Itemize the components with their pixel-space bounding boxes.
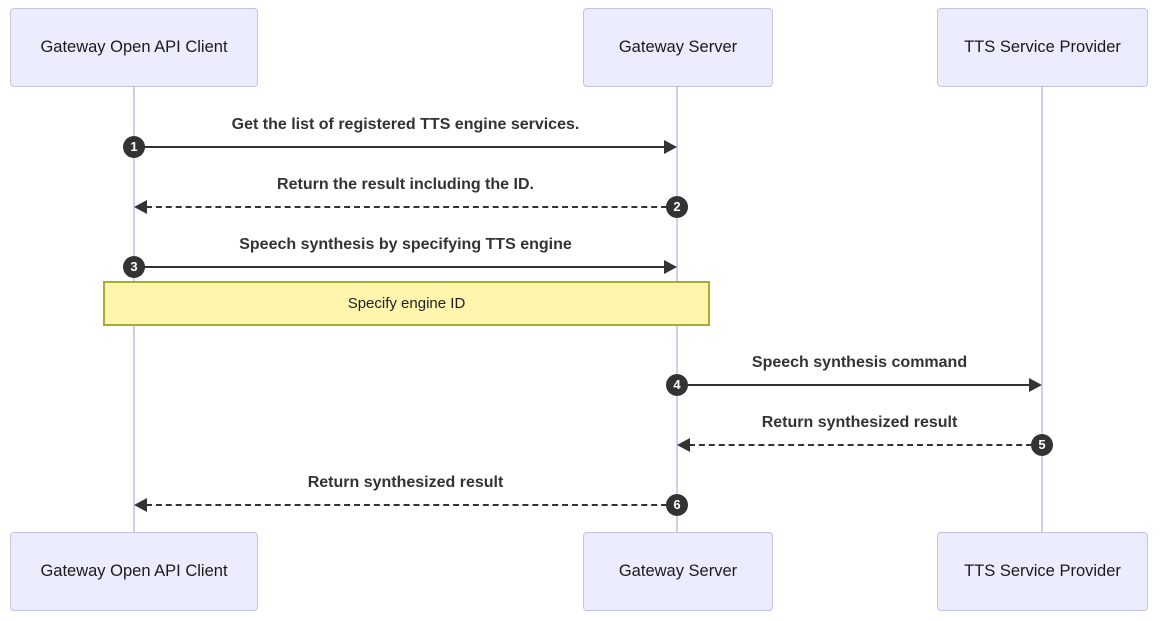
message-number-4: 4 (666, 374, 688, 396)
message-number-1: 1 (123, 136, 145, 158)
message-text-1: Get the list of registered TTS engine se… (231, 116, 580, 133)
message-arrowhead-6 (134, 498, 147, 512)
participant-top-server: Gateway Server (583, 8, 773, 87)
participant-top-client: Gateway Open API Client (10, 8, 258, 87)
message-text-2: Return the result including the ID. (277, 176, 534, 193)
message-arrowhead-5 (677, 438, 690, 452)
message-line-5 (689, 444, 1042, 446)
message-text-4: Speech synthesis command (751, 354, 968, 371)
message-line-3 (134, 266, 665, 268)
message-number-5: 5 (1031, 434, 1053, 456)
note-specify-engine-id: Specify engine ID (103, 281, 710, 326)
participant-label: Gateway Server (618, 38, 738, 56)
message-line-6 (146, 504, 677, 506)
message-number-2: 2 (666, 196, 688, 218)
message-arrowhead-2 (134, 200, 147, 214)
lifeline-tts (1041, 87, 1043, 532)
participant-bottom-tts: TTS Service Provider (937, 532, 1148, 611)
message-line-2 (146, 206, 677, 208)
participant-label: Gateway Open API Client (40, 38, 228, 56)
message-text-6: Return synthesized result (307, 474, 504, 491)
participant-label: Gateway Server (618, 562, 738, 580)
message-number-6: 6 (666, 494, 688, 516)
message-number-3: 3 (123, 256, 145, 278)
message-arrowhead-3 (664, 260, 677, 274)
message-arrowhead-4 (1029, 378, 1042, 392)
participant-bottom-client: Gateway Open API Client (10, 532, 258, 611)
message-arrowhead-1 (664, 140, 677, 154)
participant-label: TTS Service Provider (964, 38, 1121, 56)
message-text-5: Return synthesized result (761, 414, 958, 431)
participant-label: Gateway Open API Client (40, 562, 228, 580)
participant-label: TTS Service Provider (964, 562, 1121, 580)
message-line-1 (134, 146, 665, 148)
participant-top-tts: TTS Service Provider (937, 8, 1148, 87)
participant-bottom-server: Gateway Server (583, 532, 773, 611)
message-text-3: Speech synthesis by specifying TTS engin… (239, 236, 572, 253)
message-line-4 (677, 384, 1030, 386)
